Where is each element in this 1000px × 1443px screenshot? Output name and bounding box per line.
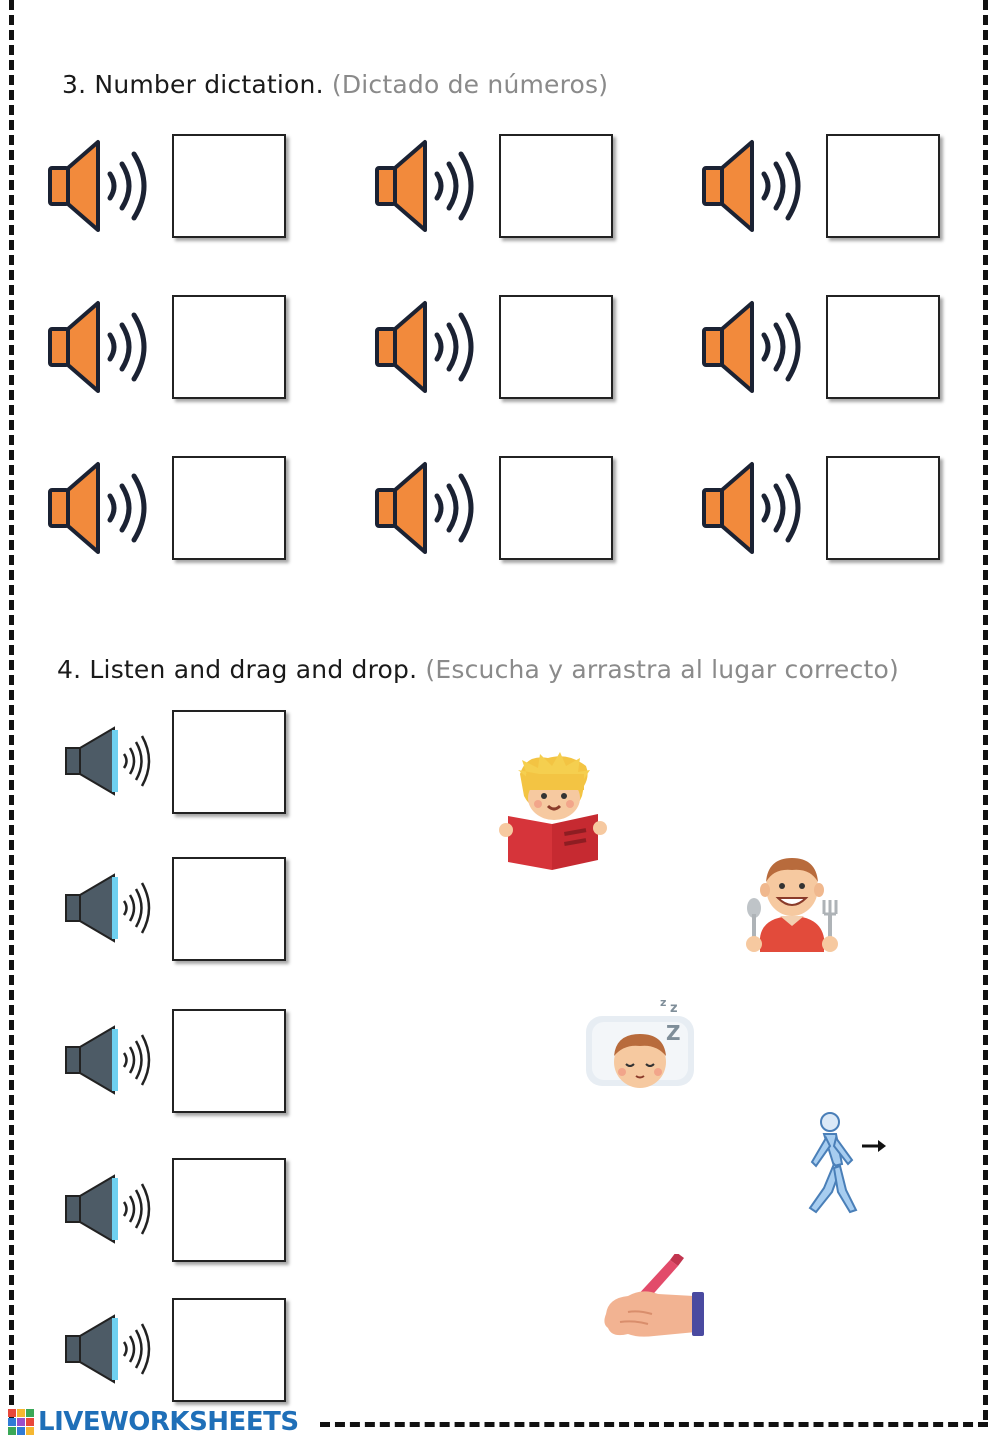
speaker-icon[interactable] [64,1025,156,1095]
number-answer-box[interactable] [826,134,940,238]
number-answer-box[interactable] [172,295,286,399]
speaker-icon[interactable] [46,297,156,397]
number-answer-box[interactable] [499,295,613,399]
speaker-icon[interactable] [373,458,483,558]
writing-hand-icon[interactable] [598,1254,708,1344]
svg-text:Z: Z [666,1021,681,1045]
dashed-border-right [983,0,988,1420]
drop-target-box[interactable] [172,857,286,961]
speaker-icon[interactable] [64,1174,156,1244]
number-answer-box[interactable] [172,134,286,238]
section3-subtitle: (Dictado de números) [331,70,609,99]
liveworksheets-logo: LIVEWORKSHEETS [8,1406,299,1438]
svg-text:z: z [670,1001,678,1016]
drop-target-box[interactable] [172,1009,286,1113]
number-answer-box[interactable] [499,134,613,238]
svg-text:z: z [660,996,666,1009]
speaker-icon[interactable] [64,1314,156,1384]
dashed-border-left [9,0,14,1420]
section3-title: Number dictation. [94,70,324,99]
eating-boy-icon[interactable] [740,852,846,956]
number-answer-box[interactable] [499,456,613,560]
section4-heading: 4. Listen and drag and drop. (Escucha y … [57,655,899,684]
section4-number: 4. [57,655,82,684]
speaker-icon[interactable] [64,726,156,796]
brand-blocks-icon [8,1409,34,1435]
number-answer-box[interactable] [172,456,286,560]
speaker-icon[interactable] [700,458,810,558]
section4-subtitle: (Escucha y arrastra al lugar correcto) [425,655,899,684]
number-answer-box[interactable] [826,456,940,560]
speaker-icon[interactable] [64,873,156,943]
drop-target-box[interactable] [172,1298,286,1402]
speaker-icon[interactable] [700,136,810,236]
dashed-border-bottom [320,1422,988,1427]
speaker-icon[interactable] [46,136,156,236]
reading-boy-icon[interactable] [498,752,610,874]
section3-number: 3. [62,70,87,99]
section3-heading: 3. Number dictation. (Dictado de números… [62,70,608,99]
brand-text: LIVEWORKSHEETS [38,1407,299,1437]
speaker-icon[interactable] [700,297,810,397]
speaker-icon[interactable] [373,136,483,236]
speaker-icon[interactable] [373,297,483,397]
section4-title: Listen and drag and drop. [89,655,418,684]
number-answer-box[interactable] [826,295,940,399]
walking-person-icon[interactable] [794,1108,894,1218]
drop-target-box[interactable] [172,710,286,814]
drop-target-box[interactable] [172,1158,286,1262]
sleeping-boy-icon[interactable]: z z Z [582,990,698,1094]
speaker-icon[interactable] [46,458,156,558]
